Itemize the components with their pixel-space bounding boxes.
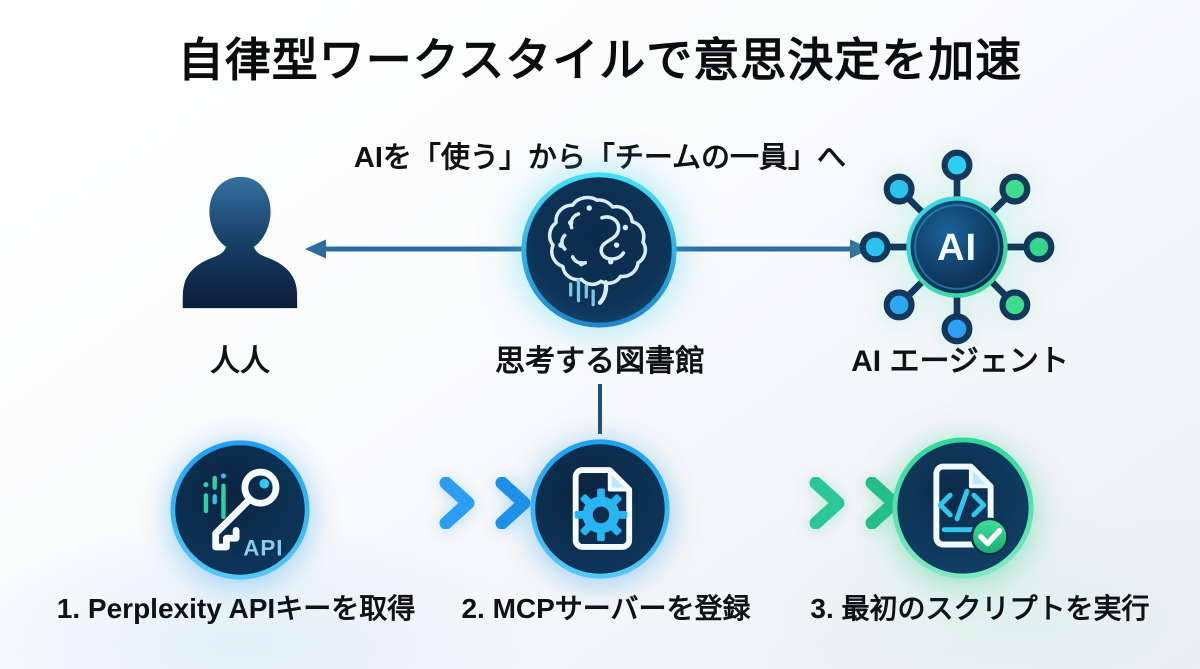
- folded-corner: [607, 468, 632, 492]
- key-glyph: [212, 468, 280, 551]
- step-3-label: 3. 最初のスクリプトを実行: [810, 593, 1150, 624]
- main-title: 自律型ワークスタイルで意思決定を加速: [177, 34, 1023, 86]
- checkmark-icon: [970, 517, 1009, 556]
- step-1-label: 1. Perplexity APIキーを取得: [56, 593, 416, 624]
- code-glyph: [937, 488, 987, 533]
- step-arrow-blue-icon: [301, 477, 531, 529]
- circuit-brain-icon: [521, 172, 677, 328]
- api-badge-text: API: [243, 536, 283, 561]
- folded-corner: [968, 464, 993, 489]
- person-silhouette-icon: [182, 176, 298, 309]
- ai-badge-text: AI: [937, 227, 977, 269]
- gear-document-icon: [530, 439, 670, 579]
- code-document-check-icon: [892, 437, 1034, 579]
- subtitle: AIを「使う」から「チームの一員」へ: [353, 142, 847, 174]
- step-2-label: 2. MCPサーバーを登録: [461, 593, 751, 624]
- gear-glyph: [574, 488, 628, 542]
- signal-dashes: [203, 473, 226, 520]
- agent-label: AI エージェント: [851, 345, 1069, 378]
- human-label: 人人: [210, 345, 270, 378]
- ai-network-icon: AI: [859, 149, 1055, 345]
- brain-label: 思考する図書館: [495, 345, 705, 378]
- api-key-icon: API: [170, 440, 310, 580]
- document-outline: [572, 467, 633, 550]
- step-arrow-green-icon: [671, 477, 901, 529]
